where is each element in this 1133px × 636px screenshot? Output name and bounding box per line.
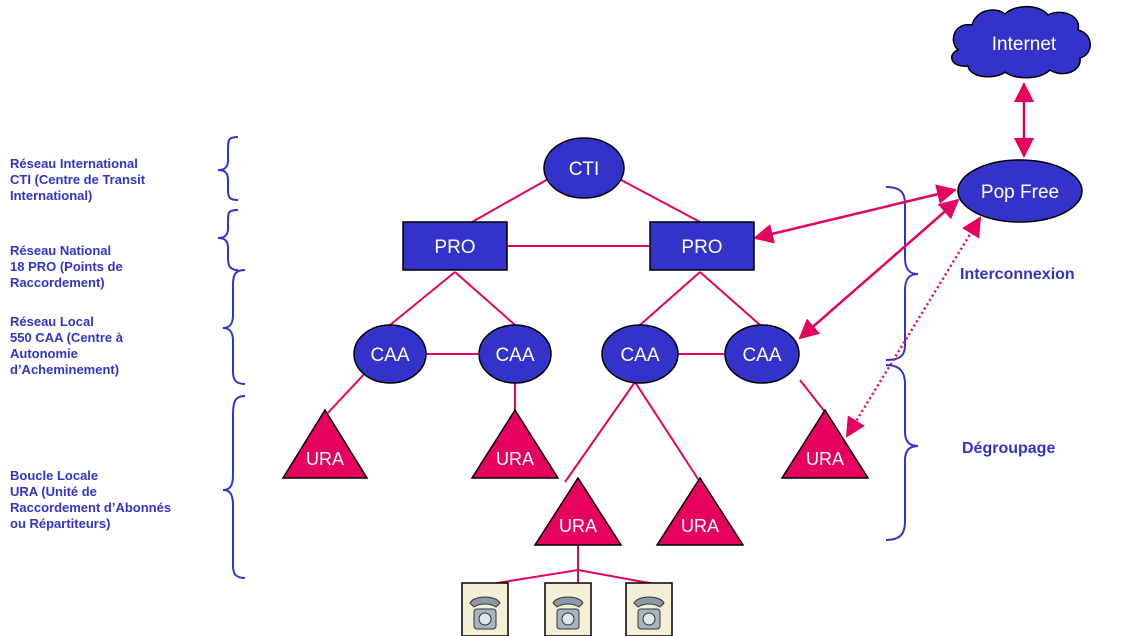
internet-cloud: Internet: [950, 5, 1091, 79]
arrow-popfree-ura-dotted: [845, 216, 982, 438]
pro-left-label: PRO: [434, 237, 475, 258]
brace-degroupage: [885, 364, 919, 541]
link-pro-caa4: [699, 271, 761, 326]
pro-right-node: PRO: [649, 221, 755, 271]
brace-loop: [222, 395, 246, 579]
link-caa3-ura3: [564, 381, 636, 483]
brace-local: [222, 269, 246, 385]
telephone-icon: [544, 582, 592, 636]
ura-3-label: URA: [559, 516, 597, 536]
brace-national: [217, 209, 239, 271]
caa-3-label: CAA: [620, 345, 659, 366]
link-cti-pro-right: [609, 173, 701, 223]
link-pro-caa1: [389, 271, 456, 326]
network-links: [324, 173, 826, 586]
ura-4-label: URA: [681, 516, 719, 536]
level-label-loop: Boucle Locale URA (Unité de Raccordement…: [10, 468, 172, 531]
caa-1-label: CAA: [370, 345, 409, 366]
label-degroupage: Dégroupage: [962, 440, 1056, 457]
pop-free-node: Pop Free: [957, 159, 1083, 223]
telephone-icon: [461, 582, 509, 636]
caa-4-label: CAA: [742, 345, 781, 366]
ura-2-label: URA: [496, 449, 534, 469]
caa-node-2: CAA: [478, 324, 552, 384]
brace-international: [217, 136, 239, 201]
ura-5-label: URA: [806, 449, 844, 469]
telephone-icon: [625, 582, 673, 636]
ura-node-3: URA: [533, 476, 623, 546]
caa-node-1: CAA: [353, 324, 427, 384]
ura-node-5: URA: [780, 408, 870, 479]
level-label-national: Réseau National 18 PRO (Points de Raccor…: [10, 243, 123, 290]
internet-label: Internet: [992, 34, 1057, 55]
pro-left-node: PRO: [402, 221, 508, 271]
pro-right-label: PRO: [681, 237, 722, 258]
arrows: [753, 82, 1034, 438]
link-cti-pro-left: [471, 173, 558, 223]
link-caa1-ura1: [324, 369, 369, 417]
left-braces: [217, 136, 246, 579]
ura-node-1: URA: [281, 408, 369, 479]
ura-node-4: URA: [655, 476, 745, 546]
cti-node: CTI: [543, 137, 625, 199]
caa-2-label: CAA: [495, 345, 534, 366]
level-label-local: Réseau Local 550 CAA (Centre à Autonomie…: [10, 314, 123, 377]
link-caa4-ura5: [799, 379, 826, 413]
caa-node-4: CAA: [724, 324, 800, 384]
pop-free-label: Pop Free: [981, 182, 1059, 203]
link-caa3-ura4: [634, 381, 701, 483]
ura-1-label: URA: [306, 449, 344, 469]
link-pro-caa3: [639, 271, 701, 326]
label-interconnexion: Interconnexion: [960, 266, 1075, 283]
ura-node-2: URA: [470, 408, 560, 479]
link-pro-caa2: [454, 271, 516, 326]
brace-interconnexion: [885, 186, 919, 361]
level-label-international: Réseau International CTI (Centre de Tran…: [10, 156, 146, 203]
caa-node-3: CAA: [601, 324, 679, 384]
cti-label: CTI: [569, 159, 600, 180]
arrow-popfree-pro: [753, 184, 957, 244]
